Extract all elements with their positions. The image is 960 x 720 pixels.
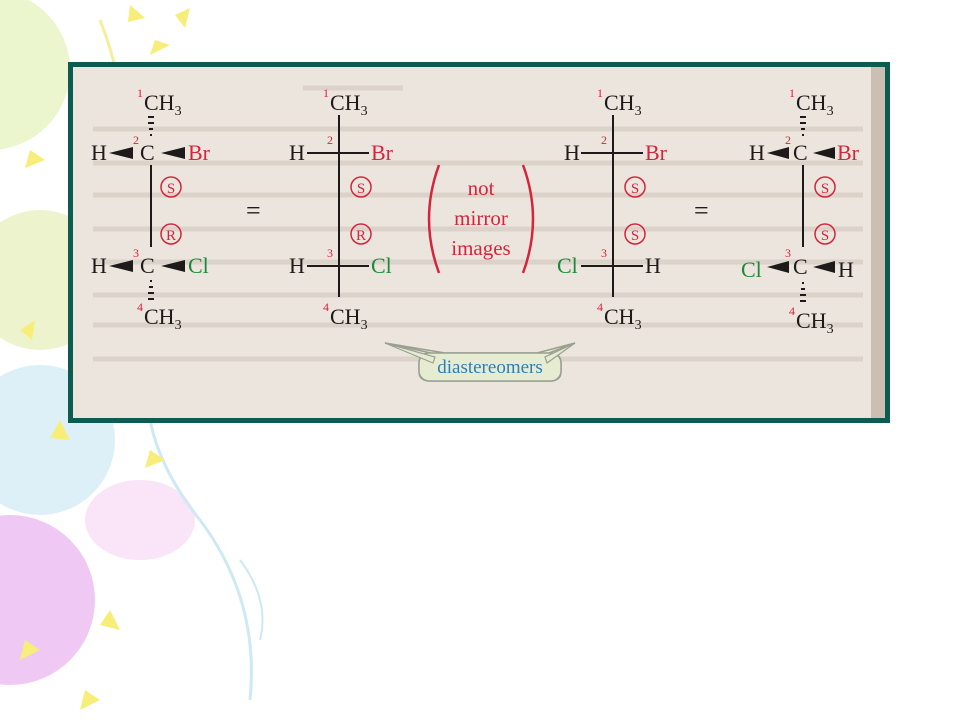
config-label: S [631, 228, 639, 244]
c3-left-atom: H [91, 253, 107, 278]
locant-number: 4 [137, 300, 143, 314]
callout-text: diastereomers [437, 357, 543, 378]
config-label: S [631, 181, 639, 197]
streamer-decor [239, 559, 264, 641]
locant-number: 4 [323, 300, 329, 314]
methyl-group-top: CH3 [144, 90, 182, 119]
c2-number: 2 [133, 133, 139, 147]
methyl-group-top: CH3 [330, 90, 368, 119]
molecule-1: 1 CH3 2 H C Br S R 3 H C [91, 86, 211, 333]
dashed-bond [148, 280, 154, 300]
config-circle [814, 176, 836, 198]
wedge-bond [109, 260, 133, 272]
callout-pointer-left [384, 342, 436, 364]
methyl-group-top: CH3 [604, 90, 642, 119]
c2-right-atom: Br [371, 140, 394, 165]
config-circle [160, 176, 182, 198]
callout-pointer-right [544, 342, 576, 364]
balloon-decor [85, 480, 195, 560]
c3-number: 3 [327, 246, 333, 260]
locant-number: 1 [137, 86, 143, 100]
methyl-group-bottom: CH3 [604, 304, 642, 333]
c3-right-atom: Cl [371, 253, 392, 278]
locant-number: 4 [789, 304, 795, 318]
c2-number: 2 [327, 133, 333, 147]
diastereomers-callout: diastereomers [384, 342, 576, 382]
wedge-bond [161, 147, 185, 159]
c2-right-atom: Br [837, 140, 860, 165]
wedge-bond [767, 147, 789, 159]
confetti-decor [20, 5, 190, 710]
callout-box [418, 352, 562, 382]
not-mirror-line-1: not [468, 176, 495, 200]
c2-number: 2 [785, 133, 791, 147]
methyl-group-bottom: CH3 [144, 304, 182, 333]
methyl-group-bottom: CH3 [796, 308, 834, 337]
config-label: R [166, 228, 176, 244]
wedge-bond [767, 261, 789, 273]
balloon-decor [0, 515, 95, 685]
config-label: S [357, 181, 365, 197]
dashed-bond [800, 282, 806, 302]
c3-left-atom: Cl [557, 253, 578, 278]
c3-right-atom: Cl [188, 253, 209, 278]
config-circle [814, 223, 836, 245]
balloon-decor [0, 0, 70, 150]
molecule-4: 1 CH3 2 H C Br S S 3 Cl C H 4 [741, 86, 860, 337]
wedge-bond [161, 260, 185, 272]
wedge-bond [813, 261, 835, 273]
c3-number: 3 [785, 246, 791, 260]
config-label: S [167, 181, 175, 197]
c2-left-atom: H [564, 140, 580, 165]
right-parenthesis [521, 164, 535, 274]
config-circle [350, 176, 372, 198]
c3-number: 3 [601, 246, 607, 260]
c3-left-atom: Cl [741, 257, 762, 282]
locant-number: 1 [789, 86, 795, 100]
left-parenthesis [427, 164, 441, 274]
equals-sign: = [694, 196, 709, 225]
not-mirror-line-3: images [451, 236, 510, 260]
c3-number: 3 [133, 246, 139, 260]
c2-right-atom: Br [188, 140, 211, 165]
config-circle [624, 176, 646, 198]
locant-number: 1 [323, 86, 329, 100]
c2-carbon: C [793, 140, 808, 165]
not-mirror-images-label: not mirror images [427, 164, 535, 274]
config-circle [350, 223, 372, 245]
not-mirror-line-2: mirror [454, 206, 508, 230]
locant-number: 1 [597, 86, 603, 100]
c2-left-atom: H [289, 140, 305, 165]
c3-right-atom: H [645, 253, 661, 278]
dashed-bond [148, 116, 154, 136]
molecule-2: 1 CH3 2 H Br S R 3 H Cl 4 CH3 [289, 86, 394, 333]
methyl-group-bottom: CH3 [330, 304, 368, 333]
c3-right-atom: H [838, 257, 854, 282]
methyl-group-top: CH3 [796, 90, 834, 119]
c2-left-atom: H [91, 140, 107, 165]
equals-sign: = [246, 196, 261, 225]
config-circle [624, 223, 646, 245]
c2-number: 2 [601, 133, 607, 147]
c2-right-atom: Br [645, 140, 668, 165]
config-circle [160, 223, 182, 245]
c3-left-atom: H [289, 253, 305, 278]
fischer-projection-figure: 1 CH3 2 H C Br S R 3 H C [91, 67, 885, 418]
c3-carbon: C [140, 253, 155, 278]
c3-carbon: C [793, 254, 808, 279]
molecule-3: 1 CH3 2 H Br S S 3 Cl H 4 CH3 [557, 86, 668, 333]
dashed-bond [800, 116, 806, 136]
locant-number: 4 [597, 300, 603, 314]
config-label: S [821, 228, 829, 244]
config-label: R [356, 228, 366, 244]
c2-left-atom: H [749, 140, 765, 165]
wedge-bond [813, 147, 835, 159]
config-label: S [821, 181, 829, 197]
wedge-bond [109, 147, 133, 159]
figure-panel: 1 CH3 2 H C Br S R 3 H C [68, 62, 890, 423]
c2-carbon: C [140, 140, 155, 165]
page-edge-shadow [871, 67, 885, 418]
